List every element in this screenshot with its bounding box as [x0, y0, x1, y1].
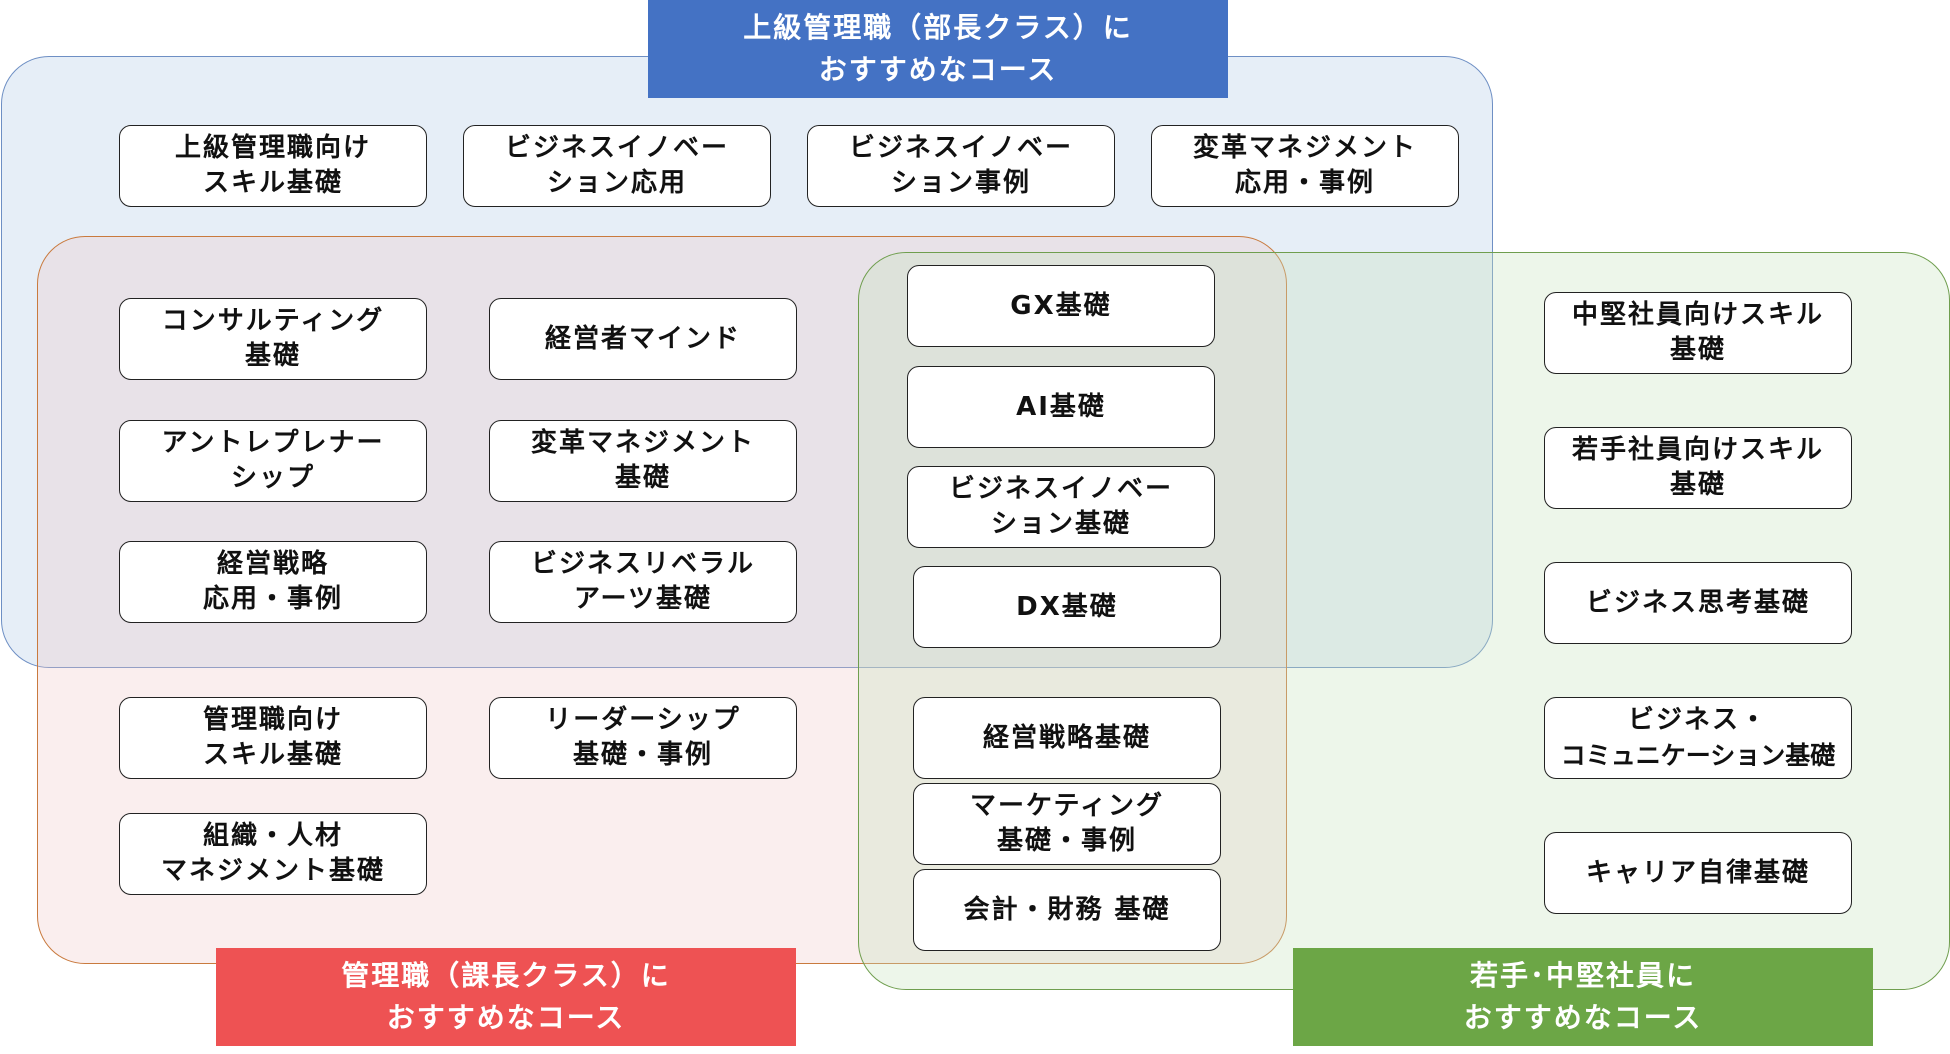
course-entrepreneurship: アントレプレナー シップ	[119, 420, 427, 502]
course-change-mgmt-applied: 変革マネジメント 応用・事例	[1151, 125, 1459, 207]
course-marketing: マーケティング 基礎・事例	[913, 783, 1221, 865]
banner-line: 管理職（課長クラス）に	[341, 959, 671, 992]
course-accounting: 会計・財務 基礎	[913, 869, 1221, 951]
course-change-mgmt-basic: 変革マネジメント 基礎	[489, 420, 797, 502]
course-dx: DX基礎	[913, 566, 1221, 648]
course-ai: AI基礎	[907, 366, 1215, 448]
course-leadership: リーダーシップ 基礎・事例	[489, 697, 797, 779]
course-career: キャリア自律基礎	[1544, 832, 1852, 914]
course-liberal-arts: ビジネスリベラル アーツ基礎	[489, 541, 797, 623]
course-gx: GX基礎	[907, 265, 1215, 347]
course-young-skill: 若手社員向けスキル 基礎	[1544, 427, 1852, 509]
course-biz-thinking: ビジネス思考基礎	[1544, 562, 1852, 644]
course-manager-skill: 管理職向け スキル基礎	[119, 697, 427, 779]
banner-line: おすすめなコース	[1463, 1001, 1703, 1034]
banner-line: おすすめなコース	[386, 1001, 626, 1034]
course-biz-innovation-cases: ビジネスイノベー ション事例	[807, 125, 1115, 207]
senior-manager-banner: 上級管理職（部長クラス）に おすすめなコース	[648, 0, 1228, 98]
course-org-hr: 組織・人材 マネジメント基礎	[119, 813, 427, 895]
course-biz-innovation-applied: ビジネスイノベー ション応用	[463, 125, 771, 207]
manager-banner: 管理職（課長クラス）に おすすめなコース	[216, 948, 796, 1046]
banner-line: 若手･中堅社員に	[1469, 959, 1696, 992]
course-biz-innovation-basic: ビジネスイノベー ション基礎	[907, 466, 1215, 548]
course-consulting: コンサルティング 基礎	[119, 298, 427, 380]
course-strategy-applied: 経営戦略 応用・事例	[119, 541, 427, 623]
course-strategy-basic: 経営戦略基礎	[913, 697, 1221, 779]
banner-line: 上級管理職（部長クラス）に	[743, 11, 1133, 44]
young-mid-employee-banner: 若手･中堅社員に おすすめなコース	[1293, 948, 1873, 1046]
course-mid-skill: 中堅社員向けスキル 基礎	[1544, 292, 1852, 374]
course-executive-mind: 経営者マインド	[489, 298, 797, 380]
banner-line: おすすめなコース	[818, 53, 1058, 86]
course-senior-skill: 上級管理職向け スキル基礎	[119, 125, 427, 207]
course-biz-communication: ビジネス・ コミュニケーション基礎	[1544, 697, 1852, 779]
